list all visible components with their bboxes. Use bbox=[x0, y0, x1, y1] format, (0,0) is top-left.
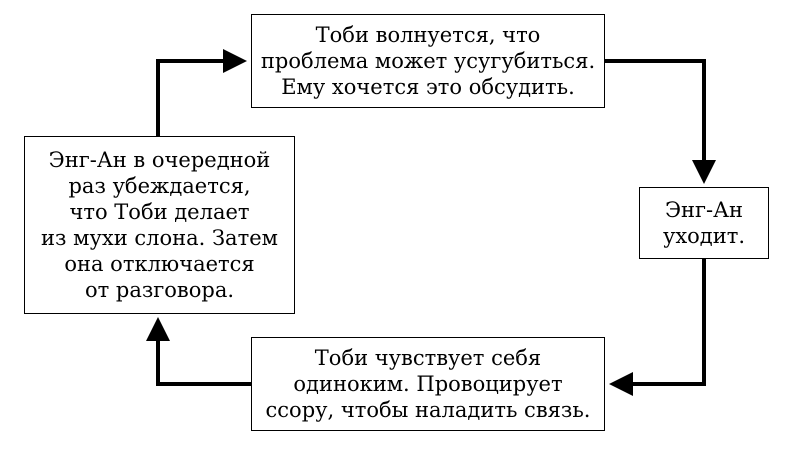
arrow-top-to-right bbox=[605, 59, 716, 184]
node-toby-lonely: Тоби чувствует себя одиноким. Провоцируе… bbox=[251, 337, 605, 431]
arrow-right-to-bottom bbox=[609, 259, 706, 396]
node-toby-worries: Тоби волнуется, что проблема может усугу… bbox=[251, 14, 605, 108]
node-eng-an-leaves-text: Энг-Ан уходит. bbox=[662, 198, 746, 248]
node-toby-lonely-text: Тоби чувствует себя одиноким. Провоцируе… bbox=[265, 346, 591, 422]
node-toby-worries-text: Тоби волнуется, что проблема может усугу… bbox=[260, 23, 596, 99]
node-eng-an-disconnects-text: Энг-Ан в очередной раз убеждается, что Т… bbox=[41, 148, 278, 302]
arrow-left-to-top bbox=[156, 49, 247, 136]
node-eng-an-disconnects: Энг-Ан в очередной раз убеждается, что Т… bbox=[24, 136, 295, 314]
node-eng-an-leaves: Энг-Ан уходит. bbox=[639, 187, 769, 259]
arrow-bottom-to-left bbox=[146, 317, 251, 386]
